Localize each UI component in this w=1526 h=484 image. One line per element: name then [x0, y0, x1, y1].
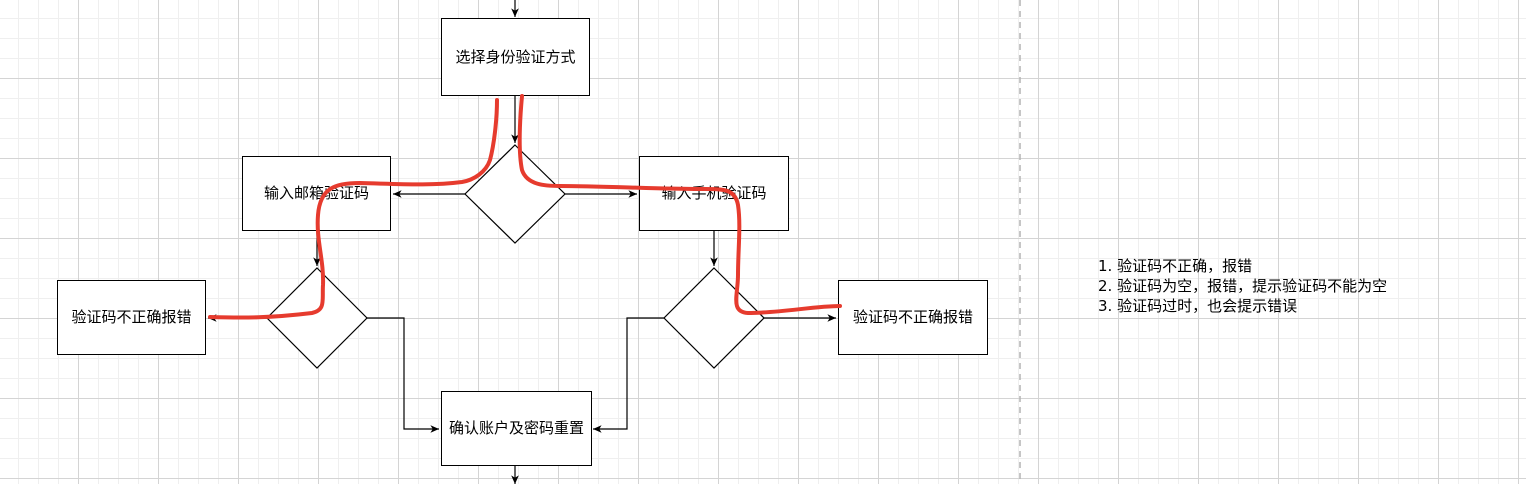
node-confirm-reset: 确认账户及密码重置 — [441, 391, 592, 466]
node-error-left: 验证码不正确报错 — [57, 280, 206, 355]
node-select-method-label: 选择身份验证方式 — [455, 47, 576, 66]
note-item: 1. 验证码不正确，报错 — [1098, 257, 1253, 275]
node-confirm-reset-label: 确认账户及密码重置 — [448, 419, 584, 437]
note-item: 2. 验证码为空，报错，提示验证码不能为空 — [1098, 277, 1388, 295]
node-error-left-label: 验证码不正确报错 — [71, 308, 192, 326]
node-select-method: 选择身份验证方式 — [441, 18, 590, 96]
decision-diamond-left — [266, 267, 368, 369]
annotation-stroke-left — [208, 98, 499, 320]
decision-diamond-top — [464, 144, 566, 244]
annotation-stroke-right — [517, 94, 842, 315]
edge-right-diamond-to-confirm — [593, 317, 664, 433]
notes-list: 1. 验证码不正确，报错 2. 验证码为空，报错，提示验证码不能为空 3. 验证… — [1098, 256, 1387, 316]
node-email-code-label: 输入邮箱验证码 — [263, 184, 369, 202]
note-item: 3. 验证码过时，也会提示错误 — [1098, 297, 1298, 315]
node-error-right: 验证码不正确报错 — [838, 280, 988, 355]
node-error-right-label: 验证码不正确报错 — [852, 308, 973, 326]
edge-left-diamond-to-confirm — [367, 317, 439, 433]
decision-diamond-right — [663, 267, 765, 369]
